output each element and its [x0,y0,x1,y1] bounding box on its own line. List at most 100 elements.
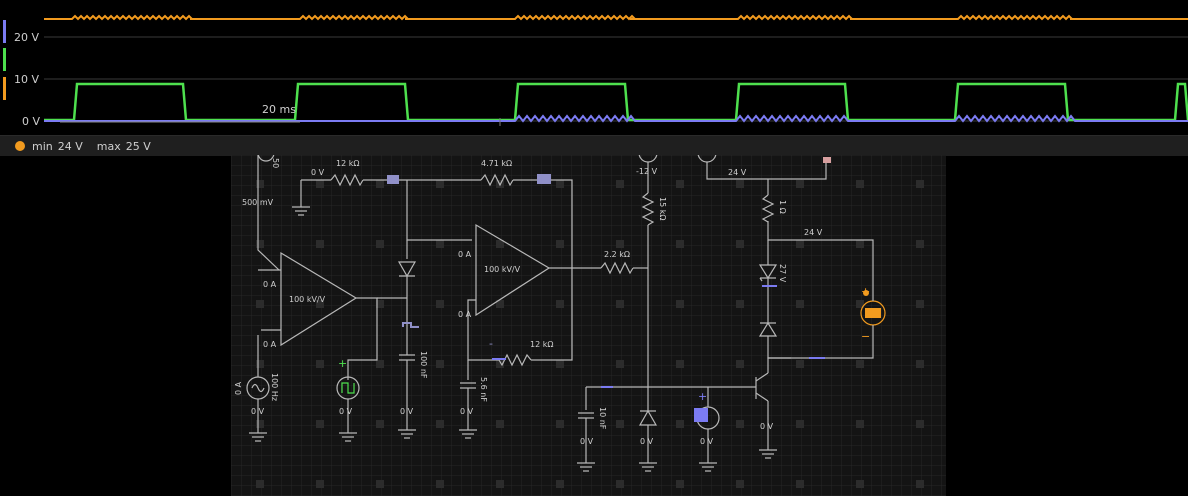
grid-dot [496,240,504,248]
grid-dot [496,480,504,488]
label-zener: 27 V [778,264,787,283]
grid-dot [256,360,264,368]
plus-marker-lamp-text: + [861,285,870,298]
label-src-freq: 100 Hz [270,373,279,401]
axis-label-0v: 0 V [22,115,41,128]
resistor-4k71[interactable] [480,173,514,187]
label-cur1: 0 A [263,280,277,289]
grid-dot [676,180,684,188]
grid-dot [916,240,924,248]
grid-dot [916,420,924,428]
probe-top-right[interactable] [823,157,831,163]
label-r6: 1 Ω [778,200,787,214]
grid-dot [556,180,564,188]
circuit-schematic: + + + − - 12 kΩ 4.71 kΩ 2.2 kΩ 12 kΩ 15 … [231,155,946,496]
grid-dot [796,480,804,488]
opamp-1[interactable] [280,251,358,347]
grid-dot [436,420,444,428]
resistor-12k-2[interactable] [498,353,532,367]
grid-dot [256,180,264,188]
wire-opamp1-out[interactable] [347,297,378,380]
grid-dot [796,420,804,428]
resistor-15k[interactable] [641,192,655,226]
max-value: 25 V [125,139,151,153]
grid-dot [556,420,564,428]
grid-dot [436,180,444,188]
plus-marker-lamp [863,290,869,296]
resistor-12k-1[interactable] [330,173,364,187]
label-r1: 12 kΩ [336,159,359,168]
grid-dot [856,420,864,428]
label-r5: 15 kΩ [658,197,667,220]
label-cap1-v: 0 V [400,407,414,416]
circuit-canvas[interactable]: + + + − - 12 kΩ 4.71 kΩ 2.2 kΩ 12 kΩ 15 … [231,155,946,496]
grid-dot [316,300,324,308]
label-cap3: 10 nF [598,407,607,430]
ground-diode2 [639,387,657,472]
grid-dot [376,180,384,188]
grid-dot [796,360,804,368]
wire-24v-top[interactable] [706,162,827,180]
grid-dot [436,480,444,488]
min-value: 24 V [57,139,83,153]
ground-transistor [759,401,777,459]
grid-dot [436,240,444,248]
grid-dots [256,180,924,488]
grid-dot [856,480,864,488]
oscilloscope-panel[interactable]: 20 V 10 V 0 V 20 ms [0,0,1188,135]
grid-dot [616,180,624,188]
opamp-2[interactable] [475,223,551,317]
label-r2: 4.71 kΩ [481,159,512,168]
grid-dot [916,300,924,308]
probe-2[interactable] [537,174,551,184]
grid-dot [316,360,324,368]
grid-dot [796,180,804,188]
grid-dot [616,480,624,488]
grid-dot [376,360,384,368]
meter-fill [694,408,708,422]
grid-dot [256,300,264,308]
channel-orange-dot[interactable] [15,141,25,151]
resistor-1ohm[interactable] [761,194,775,223]
resistor-2k2[interactable] [600,261,634,275]
grid-dot [736,360,744,368]
grid-dot [316,180,324,188]
grid-dot [496,420,504,428]
probe-1[interactable] [387,175,399,184]
grid-dot [916,360,924,368]
ground-symbol-cap1 [398,360,416,439]
grid-dot [256,480,264,488]
channel-orange-marker[interactable] [3,77,6,100]
trace-blue [44,114,1188,123]
probe-pulse-symbol [402,322,419,328]
label-v-node1: 0 V [311,168,325,177]
trace-orange [44,14,1188,21]
ground-symbol-1 [292,180,310,216]
wire-opamp2-minus[interactable] [467,299,499,361]
label-v-24b: 24 V [804,228,823,237]
grid-dot [556,240,564,248]
grid-dot [316,420,324,428]
ground-ac [249,335,267,442]
label-cur3: 0 A [458,250,472,259]
top-source-partial[interactable] [257,155,275,162]
channel-blue-marker[interactable] [3,20,6,43]
wire-r2-out[interactable] [513,179,573,268]
wire-feedback-2[interactable] [531,268,573,361]
transistor[interactable] [708,372,769,402]
grid-dot [376,240,384,248]
grid-dot [676,420,684,428]
trace-orange-path [44,14,1188,21]
label-opamp1: 100 kV/V [289,295,326,304]
grid-dot [676,300,684,308]
wire-24v-bus[interactable] [767,221,874,300]
grid-dot [496,300,504,308]
label-opamp2: 100 kV/V [484,265,521,274]
grid-dot [616,300,624,308]
trace-blue-path [44,114,1188,123]
ground-meter [699,387,717,472]
label-r3: 2.2 kΩ [604,250,630,259]
grid-dot [856,240,864,248]
channel-green-marker[interactable] [3,48,6,71]
ground-sq [339,399,357,442]
